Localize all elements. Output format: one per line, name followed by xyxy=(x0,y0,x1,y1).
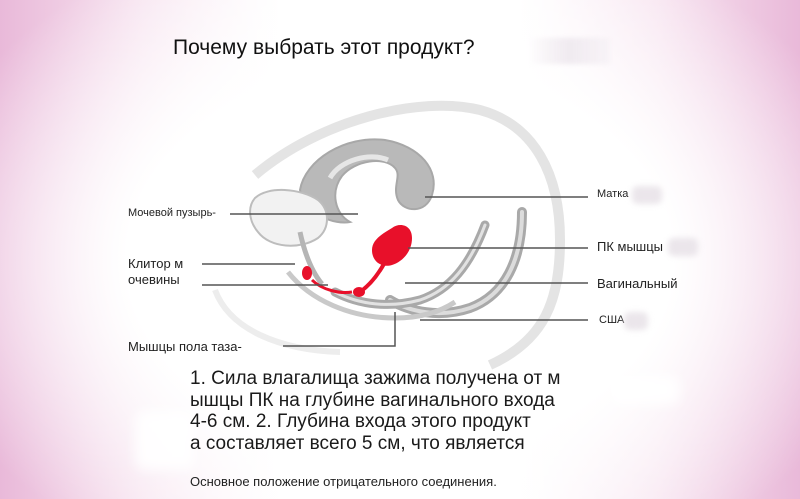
urethra xyxy=(297,231,324,286)
lower-body-outline xyxy=(212,288,341,355)
pelvic-floor-band xyxy=(286,270,457,321)
kegel-ball-device-icon xyxy=(302,225,412,297)
label-smudge xyxy=(624,312,648,330)
body-outline xyxy=(251,100,566,370)
product-stem xyxy=(358,261,387,294)
label-pelvic-floor: Мышцы пола таза- xyxy=(128,339,242,354)
product-clit-tip xyxy=(302,266,312,280)
product-body xyxy=(372,225,412,266)
label-clitoris-line1: Клитор м xyxy=(128,256,184,271)
description-line: а составляет всего 5 см, что является xyxy=(190,432,525,454)
uterus-shape xyxy=(298,138,435,224)
label-uterus: Матка xyxy=(597,188,629,200)
label-pc-muscles: ПК мышцы xyxy=(597,239,664,254)
label-smudge xyxy=(632,186,662,204)
uterus-inner xyxy=(327,154,390,180)
product-wire xyxy=(310,278,353,294)
page-title: Почему выбрать этот продукт? xyxy=(173,36,475,59)
label-vaginal: Вагинальный xyxy=(597,276,678,291)
label-smudge xyxy=(668,238,698,256)
description-line: ышцы ПК на глубине вагинального входа xyxy=(190,389,555,411)
label-clitoris-line2: очевины xyxy=(128,272,180,287)
label-usa: США xyxy=(599,314,625,326)
leader-pelvic-floor xyxy=(283,312,396,347)
label-bladder: Мочевой пузырь- xyxy=(128,207,216,219)
vaginal-canal-inner xyxy=(333,223,487,306)
footnote: Основное положение отрицательного соедин… xyxy=(190,474,497,489)
title-smudge xyxy=(528,38,610,64)
erase-glow xyxy=(610,375,680,405)
erase-glow xyxy=(135,410,195,470)
product-tail-ball xyxy=(353,287,365,297)
bladder-shape xyxy=(249,188,328,247)
description-line: 4-6 см. 2. Глубина входа этого продукт xyxy=(190,411,531,432)
product-description: 1. Сила влагалища зажима получена от м ы… xyxy=(190,368,561,454)
description-line: 1. Сила влагалища зажима получена от м xyxy=(190,368,561,389)
